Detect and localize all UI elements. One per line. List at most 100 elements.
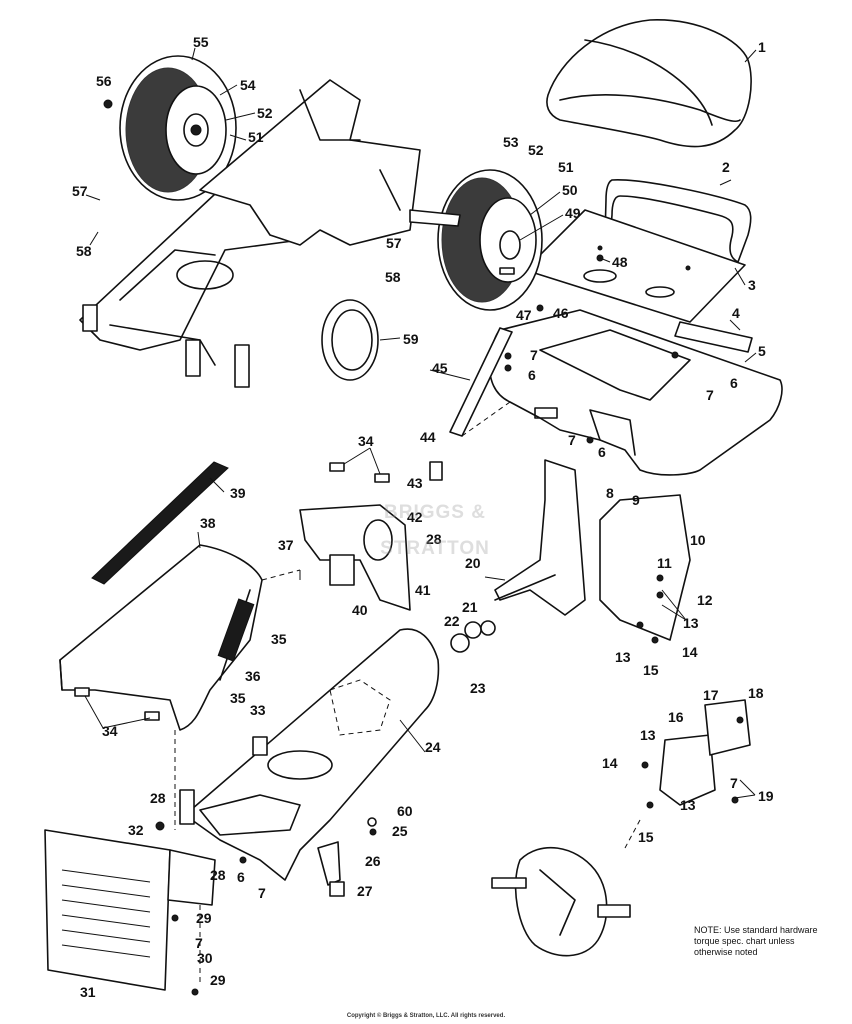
assembly-lines [174,401,641,985]
label-25: 25 [392,823,408,839]
label-24: 24 [425,739,441,755]
label-7c: 7 [568,432,576,448]
label-29b: 29 [210,972,226,988]
label-3: 3 [748,277,756,293]
label-46: 46 [553,305,569,321]
label-26: 26 [365,853,381,869]
label-57b: 57 [386,235,402,251]
label-15b: 15 [638,829,654,845]
label-7f: 7 [195,935,203,951]
label-10: 10 [690,532,706,548]
label-35b: 35 [230,690,246,706]
grille [44,829,216,991]
label-9: 9 [632,492,640,508]
label-48: 48 [612,254,628,270]
label-36: 36 [245,668,261,684]
label-33: 33 [250,702,266,718]
label-17: 17 [703,687,719,703]
label-43: 43 [407,475,423,491]
label-7d: 7 [730,775,738,791]
hardware-note: NOTE: Use standard hardware torque spec.… [694,925,824,958]
right-rear-wheel [437,169,543,311]
label-8: 8 [606,485,614,501]
label-28a: 28 [426,531,442,547]
tank-bracket [299,504,411,611]
label-13a: 13 [683,615,699,631]
label-42: 42 [407,509,423,525]
label-52a: 52 [257,105,273,121]
label-59: 59 [403,331,419,347]
label-53: 53 [503,134,519,150]
steering-support [494,459,691,641]
label-31: 31 [80,984,96,1000]
seat-plate [524,209,746,323]
label-29a: 29 [196,910,212,926]
seat-pan [604,179,752,263]
hardware [74,99,744,996]
brake-brackets [659,699,751,806]
main-frame [179,628,440,897]
label-7a: 7 [530,347,538,363]
label-23: 23 [470,680,486,696]
label-11: 11 [657,555,672,571]
label-38: 38 [200,515,216,531]
rear-frame [79,79,461,388]
label-6a: 6 [528,367,536,383]
label-57a: 57 [72,183,88,199]
label-13c: 13 [640,727,656,743]
label-37: 37 [278,537,294,553]
label-56: 56 [96,73,112,89]
label-13d: 13 [680,797,696,813]
label-15a: 15 [643,662,659,678]
label-7b: 7 [706,387,714,403]
label-49: 49 [565,205,581,221]
label-5: 5 [758,343,766,359]
label-28c: 28 [210,867,226,883]
label-50: 50 [562,182,578,198]
decal-strip [91,461,229,585]
label-60: 60 [397,803,413,819]
label-41: 41 [415,582,431,598]
label-12: 12 [697,592,713,608]
label-14b: 14 [602,755,618,771]
label-44: 44 [420,429,436,445]
label-47: 47 [516,307,532,323]
label-54: 54 [240,77,256,93]
leader-lines [84,47,757,799]
headlight [321,299,379,381]
label-13b: 13 [615,649,631,665]
note-line-3: otherwise noted [694,947,758,957]
note-line-1: NOTE: Use standard hardware [694,925,818,935]
hood [59,544,263,731]
label-4: 4 [732,305,740,321]
label-6c: 6 [598,444,606,460]
label-30: 30 [197,950,213,966]
label-52b: 52 [528,142,544,158]
label-20: 20 [465,555,481,571]
label-58b: 58 [385,269,401,285]
label-21: 21 [462,599,478,615]
label-28b: 28 [150,790,166,806]
label-22: 22 [444,613,460,629]
label-58a: 58 [76,243,92,259]
label-6b: 6 [730,375,738,391]
spring-strip [674,321,753,353]
label-7e: 7 [258,885,266,901]
label-32: 32 [128,822,144,838]
label-2: 2 [722,159,730,175]
label-6d: 6 [237,869,245,885]
label-51a: 51 [248,129,264,145]
copyright-notice: Copyright © Briggs & Stratton, LLC. All … [346,1013,506,1019]
transaxle [491,846,631,957]
seat [546,19,752,148]
part-labels: 1 2 3 4 5 6 6 6 6 7 7 7 7 7 7 8 9 10 11 … [72,34,774,1000]
label-35a: 35 [271,631,287,647]
label-19: 19 [758,788,774,804]
note-line-2: torque spec. chart unless [694,936,795,946]
label-18: 18 [748,685,764,701]
label-14a: 14 [682,644,698,660]
label-1: 1 [758,39,766,55]
left-rear-wheel [119,55,237,201]
label-27: 27 [357,883,373,899]
